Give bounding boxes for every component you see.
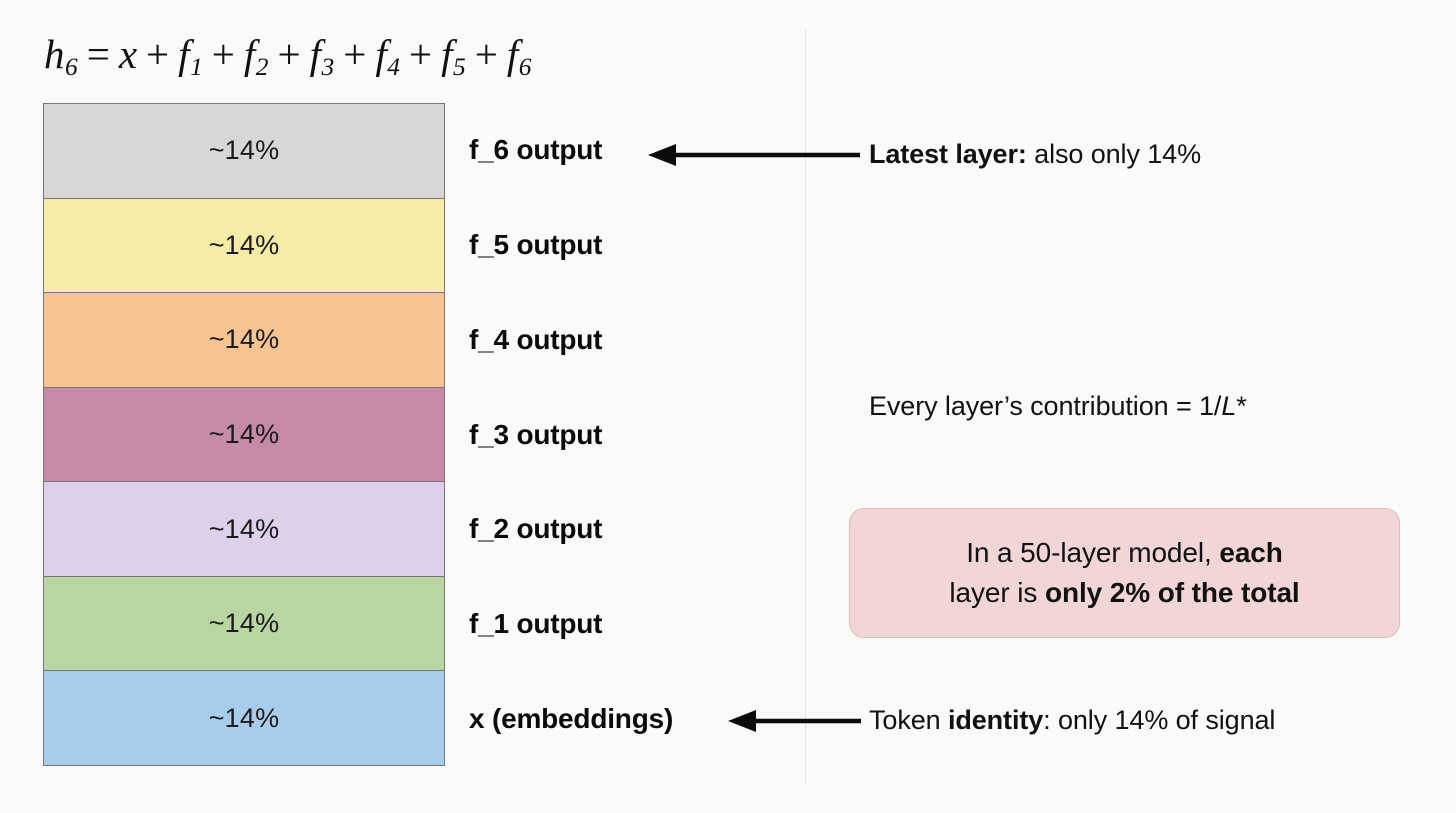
annotation-contribution-formula: Every layer’s contribution = 1/L* (869, 391, 1247, 422)
equation-plus-2: + (211, 31, 235, 77)
equation-lhs-subscript: 6 (65, 53, 78, 82)
equation-equals: = (86, 31, 110, 77)
residual-equation: h6=x+f1+f2+f3+f4+f5+f6 (44, 34, 531, 81)
stack-band-f6: ~14% (44, 104, 444, 199)
callout-line1-bold: each (1219, 537, 1283, 569)
stack-band-f1: ~14% (44, 576, 444, 672)
equation-term-f5: f (441, 31, 453, 77)
callout-line2-bold: only 2% of the total (1044, 577, 1300, 608)
band-value-label: ~14% (208, 324, 280, 355)
equation-term-f2: f (243, 31, 256, 77)
stack-band-f3: ~14% (44, 387, 444, 483)
row-label-embeddings: x (embeddings) (469, 671, 799, 766)
annotation-token-identity: Token identity: only 14% of signal (869, 705, 1275, 736)
stack-row-labels: f_6 output f_5 output f_4 output f_3 out… (469, 103, 799, 766)
band-value-label: ~14% (208, 513, 280, 544)
equation-term-f5-sub: 5 (453, 53, 466, 82)
annotation-latest-layer: Latest layer: also only 14% (869, 139, 1201, 170)
callout-line2-normal: layer is (949, 577, 1045, 608)
row-label-f3: f_3 output (469, 387, 799, 482)
equation-term-x: x (118, 31, 138, 77)
row-label-text: f_6 output (469, 134, 603, 166)
equation-plus-1: + (146, 31, 170, 77)
callout-line1-normal: In a 50-layer model, (966, 537, 1220, 569)
band-value-label: ~14% (208, 702, 280, 733)
equation-term-f6-sub: 6 (518, 53, 532, 82)
equation-term-f4-sub: 4 (387, 53, 400, 82)
annotation-formula-asterisk: * (1236, 391, 1247, 421)
band-value-label: ~14% (208, 229, 280, 260)
band-value-label: ~14% (208, 608, 280, 639)
arrow-to-embeddings-icon (728, 710, 861, 732)
row-label-f1: f_1 output (469, 577, 799, 672)
equation-plus-3: + (277, 31, 301, 77)
row-label-f6: f_6 output (469, 103, 799, 198)
stack-band-f4: ~14% (44, 293, 444, 388)
equation-term-f3-sub: 3 (321, 53, 335, 82)
annotation-latest-layer-bold: Latest layer: (869, 139, 1027, 169)
row-label-text: f_3 output (469, 418, 603, 450)
row-label-f4: f_4 output (469, 292, 799, 387)
equation-term-f2-sub: 2 (255, 53, 269, 82)
annotation-token-rest: : only 14% of signal (1043, 705, 1276, 735)
callout-box: In a 50-layer model, each layer is only 2… (849, 508, 1400, 638)
equation-plus-5: + (408, 31, 433, 77)
equation-term-f3: f (309, 31, 322, 77)
stack-band-f5: ~14% (44, 198, 444, 294)
row-label-text: f_1 output (469, 607, 603, 639)
equation-plus-6: + (474, 31, 498, 77)
row-label-text: f_4 output (469, 323, 603, 355)
row-label-f2: f_2 output (469, 482, 799, 577)
band-value-label: ~14% (208, 135, 280, 166)
arrow-to-f6-output-icon (648, 144, 860, 166)
annotation-formula-prefix: Every layer’s contribution = 1/ (869, 391, 1222, 421)
annotation-formula-variable: L (1221, 391, 1237, 421)
band-value-label: ~14% (208, 419, 280, 450)
contribution-stack: ~14% ~14% ~14% ~14% ~14% ~14% ~14% (43, 103, 445, 766)
equation-term-f4: f (375, 31, 387, 77)
annotation-token-prefix: Token (869, 705, 948, 735)
vertical-divider (805, 30, 806, 785)
stack-band-embeddings: ~14% (44, 671, 444, 766)
equation-term-f6: f (506, 31, 519, 77)
row-label-text: f_2 output (469, 513, 603, 545)
equation-lhs-var: h (44, 31, 65, 77)
equation-plus-4: + (343, 31, 367, 77)
annotation-latest-layer-rest: also only 14% (1026, 139, 1201, 169)
row-label-text: x (embeddings) (469, 702, 674, 734)
stack-band-f2: ~14% (44, 482, 444, 577)
row-label-f5: f_5 output (469, 198, 799, 293)
callout-text: In a 50-layer model, each layer is only 2… (949, 533, 1299, 613)
equation-term-f1-sub: 1 (190, 53, 203, 82)
equation-term-f1: f (178, 31, 190, 77)
row-label-text: f_5 output (469, 229, 603, 261)
annotation-token-bold: identity (947, 705, 1044, 735)
